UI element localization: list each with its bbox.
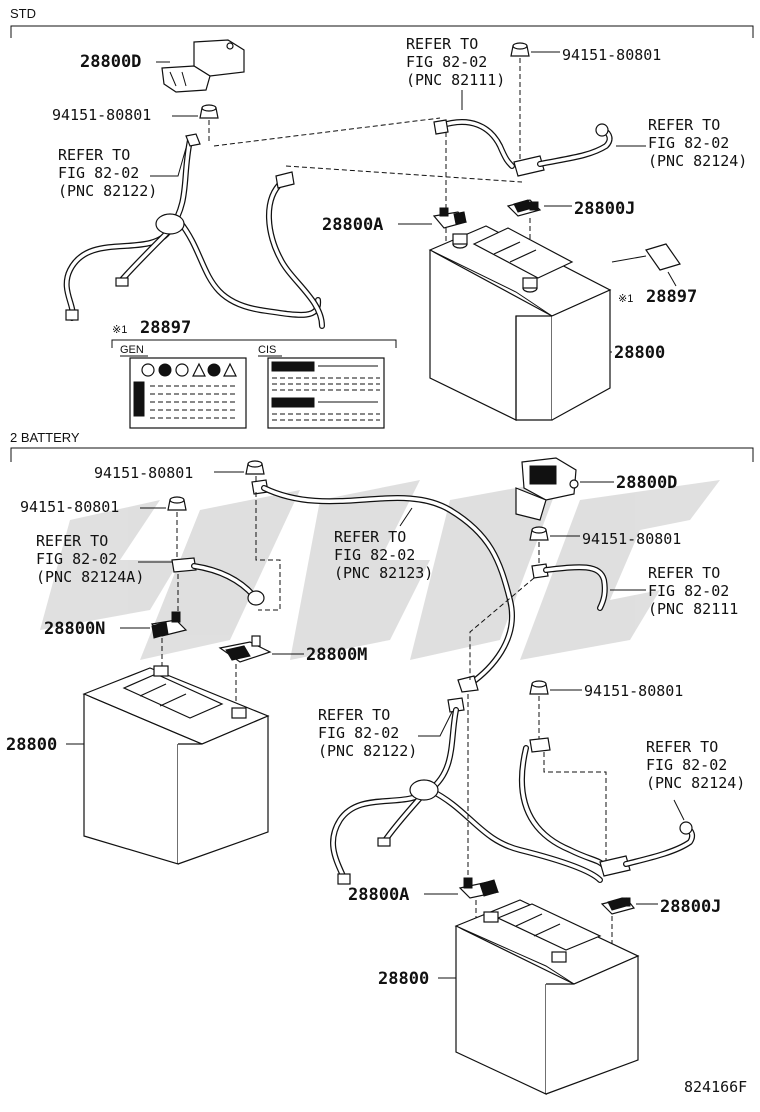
- battery-28800-dual-right: [454, 899, 640, 1095]
- two-battery-section: 2 BATTERY 94151-80801 94151-80801: [6, 430, 754, 1095]
- label-card-gen-heading: GEN: [120, 344, 144, 356]
- caution-label-28897-std: [645, 243, 681, 271]
- terminal-cover-28800D-std: [161, 39, 245, 93]
- figure-id: 824166F: [684, 1078, 747, 1096]
- part-label-28800-std: 28800: [614, 343, 665, 363]
- part-label-28897-left: 28897: [140, 318, 191, 338]
- label-card-cis-heading: CIS: [258, 344, 276, 356]
- ref-82111-std: REFER TO FIG 82-02 (PNC 82111): [406, 35, 505, 89]
- warning-sticker-gen: [129, 357, 247, 429]
- battery-28800-dual-left: [82, 665, 270, 865]
- bolt-94151-dual-left: [167, 496, 187, 511]
- part-label-28800-dual-right: 28800: [378, 969, 429, 989]
- part-label-bolt-std-left: 94151-80801: [52, 106, 151, 124]
- part-label-28800N-dual: 28800N: [44, 619, 105, 639]
- std-section-title: STD: [10, 6, 36, 21]
- part-label-28800J-std: 28800J: [574, 199, 635, 219]
- part-label-bolt-dual-right: 94151-80801: [582, 530, 681, 548]
- note-mark-std-right: ※1: [618, 293, 633, 305]
- battery-cable-82111-dual: [531, 563, 608, 611]
- bolt-94151-std-left: [199, 104, 219, 119]
- part-label-28800A-dual: 28800A: [348, 885, 409, 905]
- terminal-28800M-dual: [218, 635, 272, 663]
- ref-82124-dual: REFER TO FIG 82-02 (PNC 82124): [646, 738, 745, 792]
- bolt-94151-dual-right: [529, 526, 549, 541]
- battery-cable-82111-std: [433, 119, 515, 169]
- ref-82123-dual: REFER TO FIG 82-02 (PNC 82123): [334, 528, 433, 582]
- bolt-94151-std-top: [510, 42, 530, 57]
- terminal-28800N-dual: [150, 611, 188, 639]
- battery-cable-82122-std: [63, 133, 322, 321]
- part-label-28897-right: 28897: [646, 287, 697, 307]
- two-battery-section-title: 2 BATTERY: [10, 430, 80, 445]
- part-label-bolt-dual-lower: 94151-80801: [584, 682, 683, 700]
- ref-82124-std: REFER TO FIG 82-02 (PNC 82124): [648, 116, 747, 170]
- terminal-cover-28800D-dual: [515, 457, 579, 521]
- positive-terminal-28800A-dual: [458, 877, 500, 899]
- battery-cable-82124-std: [513, 123, 613, 177]
- positive-terminal-28800A-std: [432, 207, 468, 229]
- battery-28800-std: [428, 225, 612, 421]
- ref-82124A-dual: REFER TO FIG 82-02 (PNC 82124A): [36, 532, 144, 586]
- battery-cable-ground-std: [266, 171, 325, 329]
- std-section: STD 28800D 94151-80801 REFER TO FIG 82-0…: [10, 6, 754, 429]
- negative-terminal-28800J-std: [506, 199, 542, 217]
- label-card-bracket: [111, 339, 397, 348]
- part-label-28800D-std: 28800D: [80, 52, 141, 72]
- two-battery-section-bracket: [10, 447, 754, 462]
- ref-82122-dual: REFER TO FIG 82-02 (PNC 82122): [318, 706, 417, 760]
- warning-sticker-cis: [267, 357, 385, 429]
- battery-cable-82124A-dual: [171, 557, 265, 606]
- ref-82122-std: REFER TO FIG 82-02 (PNC 82122): [58, 146, 157, 200]
- part-label-bolt-dual-left: 94151-80801: [20, 498, 119, 516]
- battery-cable-82122-dual: [330, 697, 603, 885]
- negative-terminal-28800J-dual: [600, 897, 636, 915]
- part-label-28800J-dual: 28800J: [660, 897, 721, 917]
- part-label-bolt-dual-top: 94151-80801: [94, 464, 193, 482]
- part-label-28800D-dual: 28800D: [616, 473, 677, 493]
- note-mark-std-left: ※1: [112, 324, 127, 336]
- battery-cable-82124-dual: [518, 737, 696, 877]
- part-label-28800A-std: 28800A: [322, 215, 383, 235]
- part-label-bolt-std-top: 94151-80801: [562, 46, 661, 64]
- ref-82111-dual: REFER TO FIG 82-02 (PNC 82111: [648, 564, 738, 618]
- bolt-94151-dual-lower: [529, 680, 549, 695]
- part-label-28800-dual-left: 28800: [6, 735, 57, 755]
- std-section-bracket: [10, 25, 754, 38]
- bolt-94151-dual-top: [245, 460, 265, 475]
- battery-cable-82123-dual: [251, 479, 515, 693]
- part-label-28800M-dual: 28800M: [306, 645, 367, 665]
